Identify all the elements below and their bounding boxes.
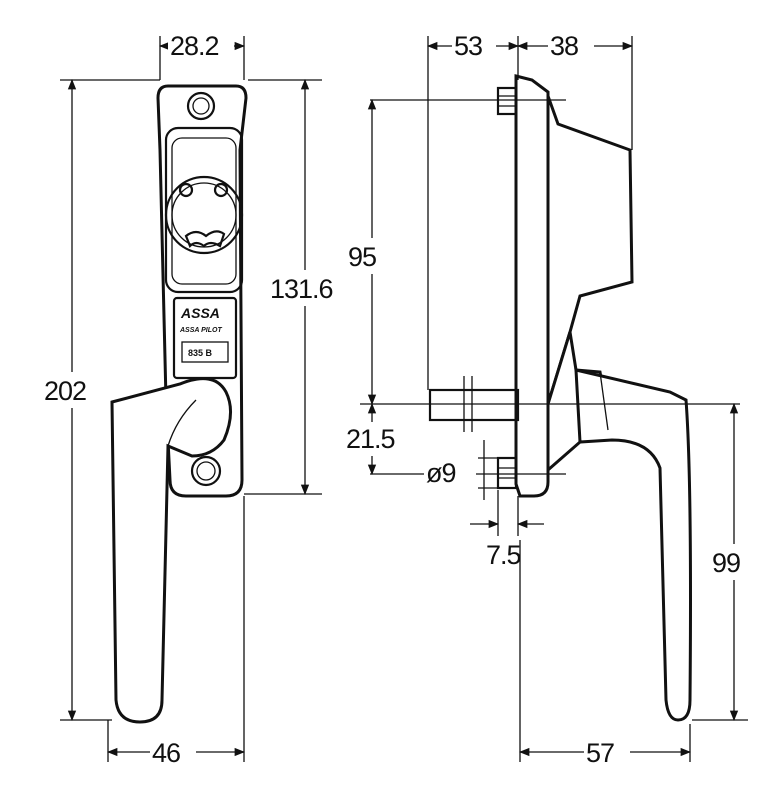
label-bg (584, 736, 630, 766)
cylinder-pin-left (178, 182, 194, 198)
top-screw-head (192, 97, 210, 115)
dim-label-46: 46 (152, 738, 180, 768)
top-screw (186, 91, 216, 121)
model-number: 835 B (188, 348, 213, 358)
label-bg (150, 736, 196, 766)
dim-label-99: 99 (712, 548, 740, 578)
dim-label-131-6: 131.6 (270, 274, 333, 304)
bottom-screw-head (196, 461, 216, 481)
label-bg (344, 422, 408, 456)
bottom-screw (190, 455, 222, 487)
dim-label-95: 95 (348, 242, 376, 272)
front-handle-neck-line (167, 399, 197, 447)
dim-label-21-5: 21.5 (346, 424, 395, 454)
label-bg (452, 30, 496, 58)
label-bg (548, 30, 594, 58)
label-bg (708, 544, 762, 580)
side-handle-hub-line (599, 371, 609, 431)
cylinder-pin-right (213, 182, 229, 198)
label-bg (168, 30, 234, 58)
brand-model-line: ASSA PILOT (179, 327, 222, 334)
dim-label-dia-9: ø9 (426, 458, 456, 488)
dim-label-57: 57 (586, 738, 614, 768)
label-bg (42, 372, 104, 408)
side-handle (574, 368, 692, 722)
brand-logo-text: ASSA (180, 305, 220, 321)
label-bg (482, 538, 532, 572)
side-view: 53 38 95 21.5 ø9 7.5 99 (344, 30, 762, 768)
front-view: ASSA ASSA PILOT 835 B 28.2 202 131.6 (42, 30, 348, 768)
label-bg (268, 270, 348, 306)
side-bottom-bolt (496, 456, 518, 490)
dim-label-7-5: 7.5 (486, 540, 521, 570)
label-bg (424, 456, 476, 488)
dim-label-38: 38 (550, 31, 578, 61)
model-number-box (181, 341, 229, 363)
side-backplate (514, 74, 550, 498)
dim-label-53: 53 (454, 31, 482, 61)
keyhole (184, 230, 226, 248)
label-bg (344, 238, 396, 274)
dim-label-202: 202 (44, 376, 86, 406)
side-top-bolt (496, 86, 518, 116)
side-spindle (428, 388, 520, 422)
front-handle (110, 377, 232, 724)
dim-label-28-2: 28.2 (170, 31, 219, 61)
cylinder-ring (164, 175, 244, 255)
